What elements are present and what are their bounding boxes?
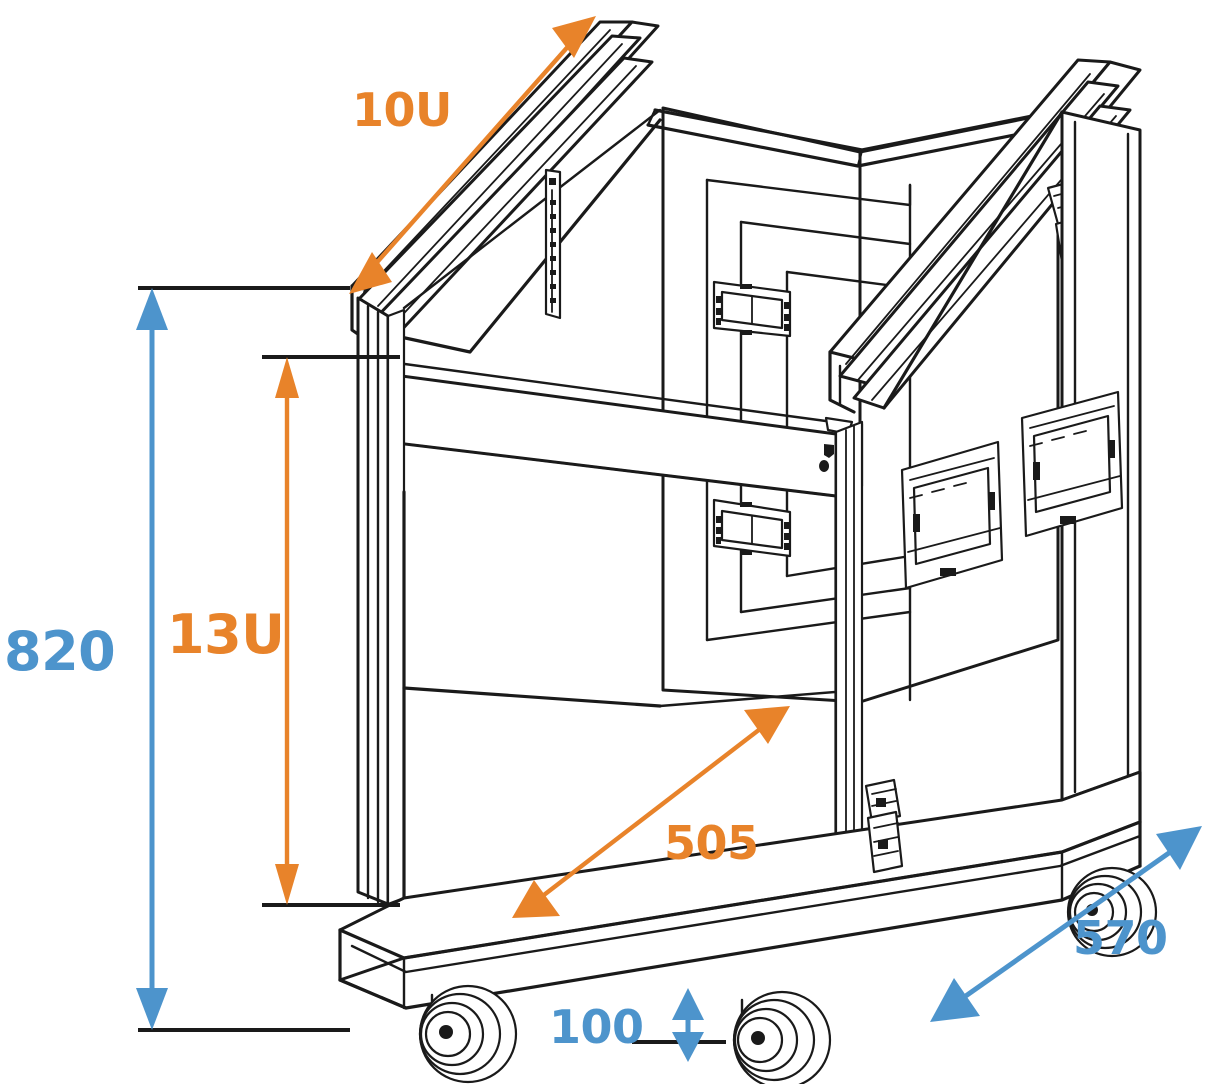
castor-front-right	[732, 990, 832, 1084]
dimension-label-570: 570	[1073, 911, 1168, 965]
dimension-100-castor-height	[632, 988, 726, 1062]
dimension-label-505: 505	[664, 816, 759, 870]
lid-hinge	[864, 778, 904, 874]
case-body	[338, 20, 1158, 1084]
castor-front-left	[418, 984, 518, 1084]
open-lid-left	[350, 20, 662, 354]
recessed-handle-back-upper	[712, 280, 792, 338]
corner-extrusion-front-left	[356, 296, 406, 906]
recessed-handle-back-lower	[712, 498, 792, 558]
dimension-label-100: 100	[549, 1000, 644, 1054]
recessed-handle-right-lower	[900, 440, 1004, 590]
dimension-13u-rack-height	[262, 355, 400, 907]
castor-rear-right	[1066, 866, 1158, 958]
dimension-505-internal-depth	[512, 706, 790, 918]
dimension-820-height	[136, 286, 350, 1032]
recessed-handle-right-upper	[1020, 390, 1124, 538]
lid-rail-perforations	[550, 200, 556, 303]
corner-extrusion-rear-left	[834, 420, 864, 876]
dimension-570-external-depth	[930, 826, 1202, 1022]
dimension-label-13u: 13U	[167, 603, 285, 666]
dimension-10u-lid-height	[349, 16, 596, 294]
dimension-label-10u: 10U	[352, 83, 452, 137]
dimension-label-820: 820	[4, 620, 116, 683]
base-plinth	[338, 770, 1142, 1010]
case-top-frame	[646, 108, 1072, 168]
